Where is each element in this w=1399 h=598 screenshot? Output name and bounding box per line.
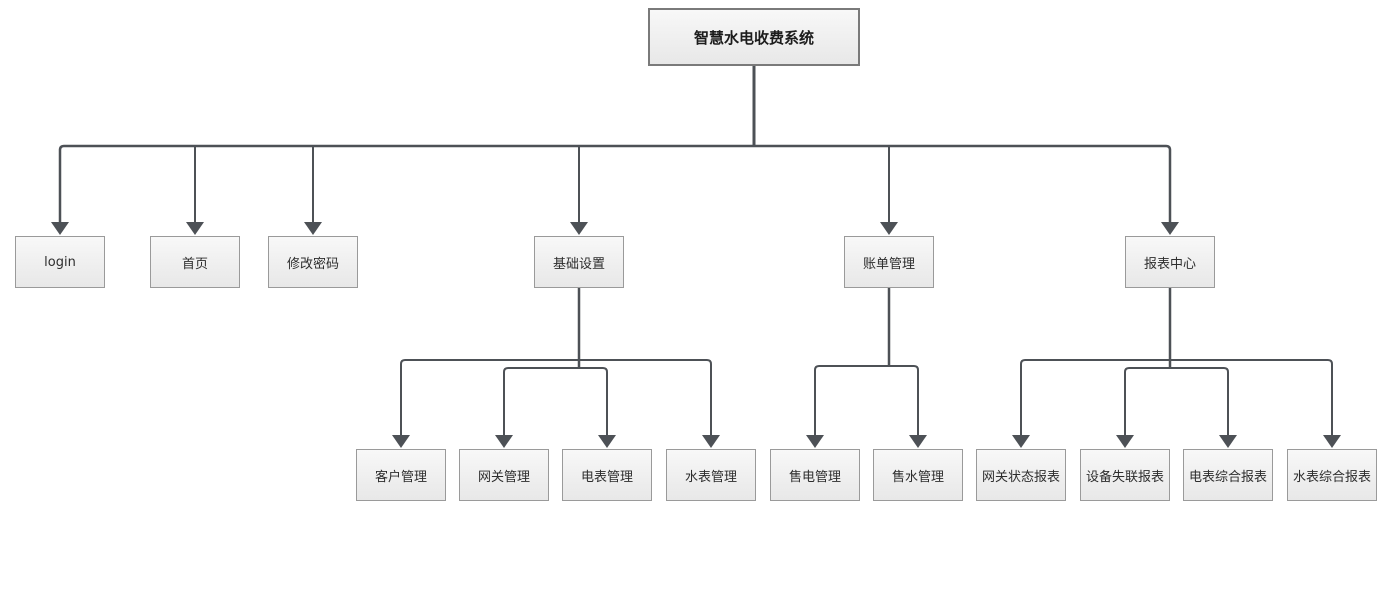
node-root-label: 智慧水电收费系统 [693,28,814,47]
node-electric-meter-management-label: 电表管理 [580,469,633,485]
node-basic-settings: 基础设置 [534,236,624,288]
node-basic-settings-label: 基础设置 [552,256,605,272]
node-gateway-status-report-label: 网关状态报表 [981,469,1060,485]
node-electric-meter-management: 电表管理 [562,449,652,501]
arrowhead-device-offline-report [1116,435,1134,448]
node-gateway-management-label: 网关管理 [477,469,530,485]
node-device-offline-report: 设备失联报表 [1080,449,1170,501]
arrowhead-electricity-sale-management [806,435,824,448]
arrowhead-change-password [304,222,322,235]
arrowhead-electric-meter-summary-report [1219,435,1237,448]
node-water-meter-summary-report: 水表综合报表 [1287,449,1377,501]
edge-report-center-outer-rail [1020,359,1333,435]
node-gateway-management: 网关管理 [459,449,549,501]
node-root: 智慧水电收费系统 [648,8,860,66]
arrowhead-billing-management [880,222,898,235]
arrowhead-water-sale-management [909,435,927,448]
edge-basic-settings-inner-rail [503,367,608,435]
arrowhead-water-meter-management [702,435,720,448]
node-report-center-label: 报表中心 [1143,256,1196,272]
node-water-meter-management-label: 水表管理 [684,469,737,485]
node-water-meter-management: 水表管理 [666,449,756,501]
edge-level1-rail [58,144,1172,222]
node-customer-management: 客户管理 [356,449,446,501]
arrowhead-login [51,222,69,235]
edge-billing-management-rail [814,365,919,435]
arrowhead-basic-settings [570,222,588,235]
arrowhead-report-center [1161,222,1179,235]
arrowhead-home [186,222,204,235]
arrowhead-gateway-status-report [1012,435,1030,448]
arrowhead-water-meter-summary-report [1323,435,1341,448]
node-home: 首页 [150,236,240,288]
node-device-offline-report-label: 设备失联报表 [1085,469,1164,485]
arrowhead-electric-meter-management [598,435,616,448]
node-billing-management-label: 账单管理 [862,256,915,272]
node-water-sale-management: 售水管理 [873,449,963,501]
node-billing-management: 账单管理 [844,236,934,288]
node-change-password: 修改密码 [268,236,358,288]
arrowhead-customer-management [392,435,410,448]
edge-basic-settings-outer-rail [400,359,712,435]
node-water-sale-management-label: 售水管理 [891,469,944,485]
arrowhead-gateway-management [495,435,513,448]
node-gateway-status-report: 网关状态报表 [976,449,1066,501]
node-electricity-sale-management-label: 售电管理 [788,469,841,485]
node-login-label: login [44,254,76,270]
node-electricity-sale-management: 售电管理 [770,449,860,501]
node-customer-management-label: 客户管理 [374,469,427,485]
node-electric-meter-summary-report: 电表综合报表 [1183,449,1273,501]
node-report-center: 报表中心 [1125,236,1215,288]
edge-report-center-inner-rail [1124,367,1229,435]
node-electric-meter-summary-report-label: 电表综合报表 [1188,469,1267,485]
node-home-label: 首页 [181,256,208,272]
node-change-password-label: 修改密码 [286,256,339,272]
node-water-meter-summary-report-label: 水表综合报表 [1292,469,1371,485]
node-login: login [15,236,105,288]
